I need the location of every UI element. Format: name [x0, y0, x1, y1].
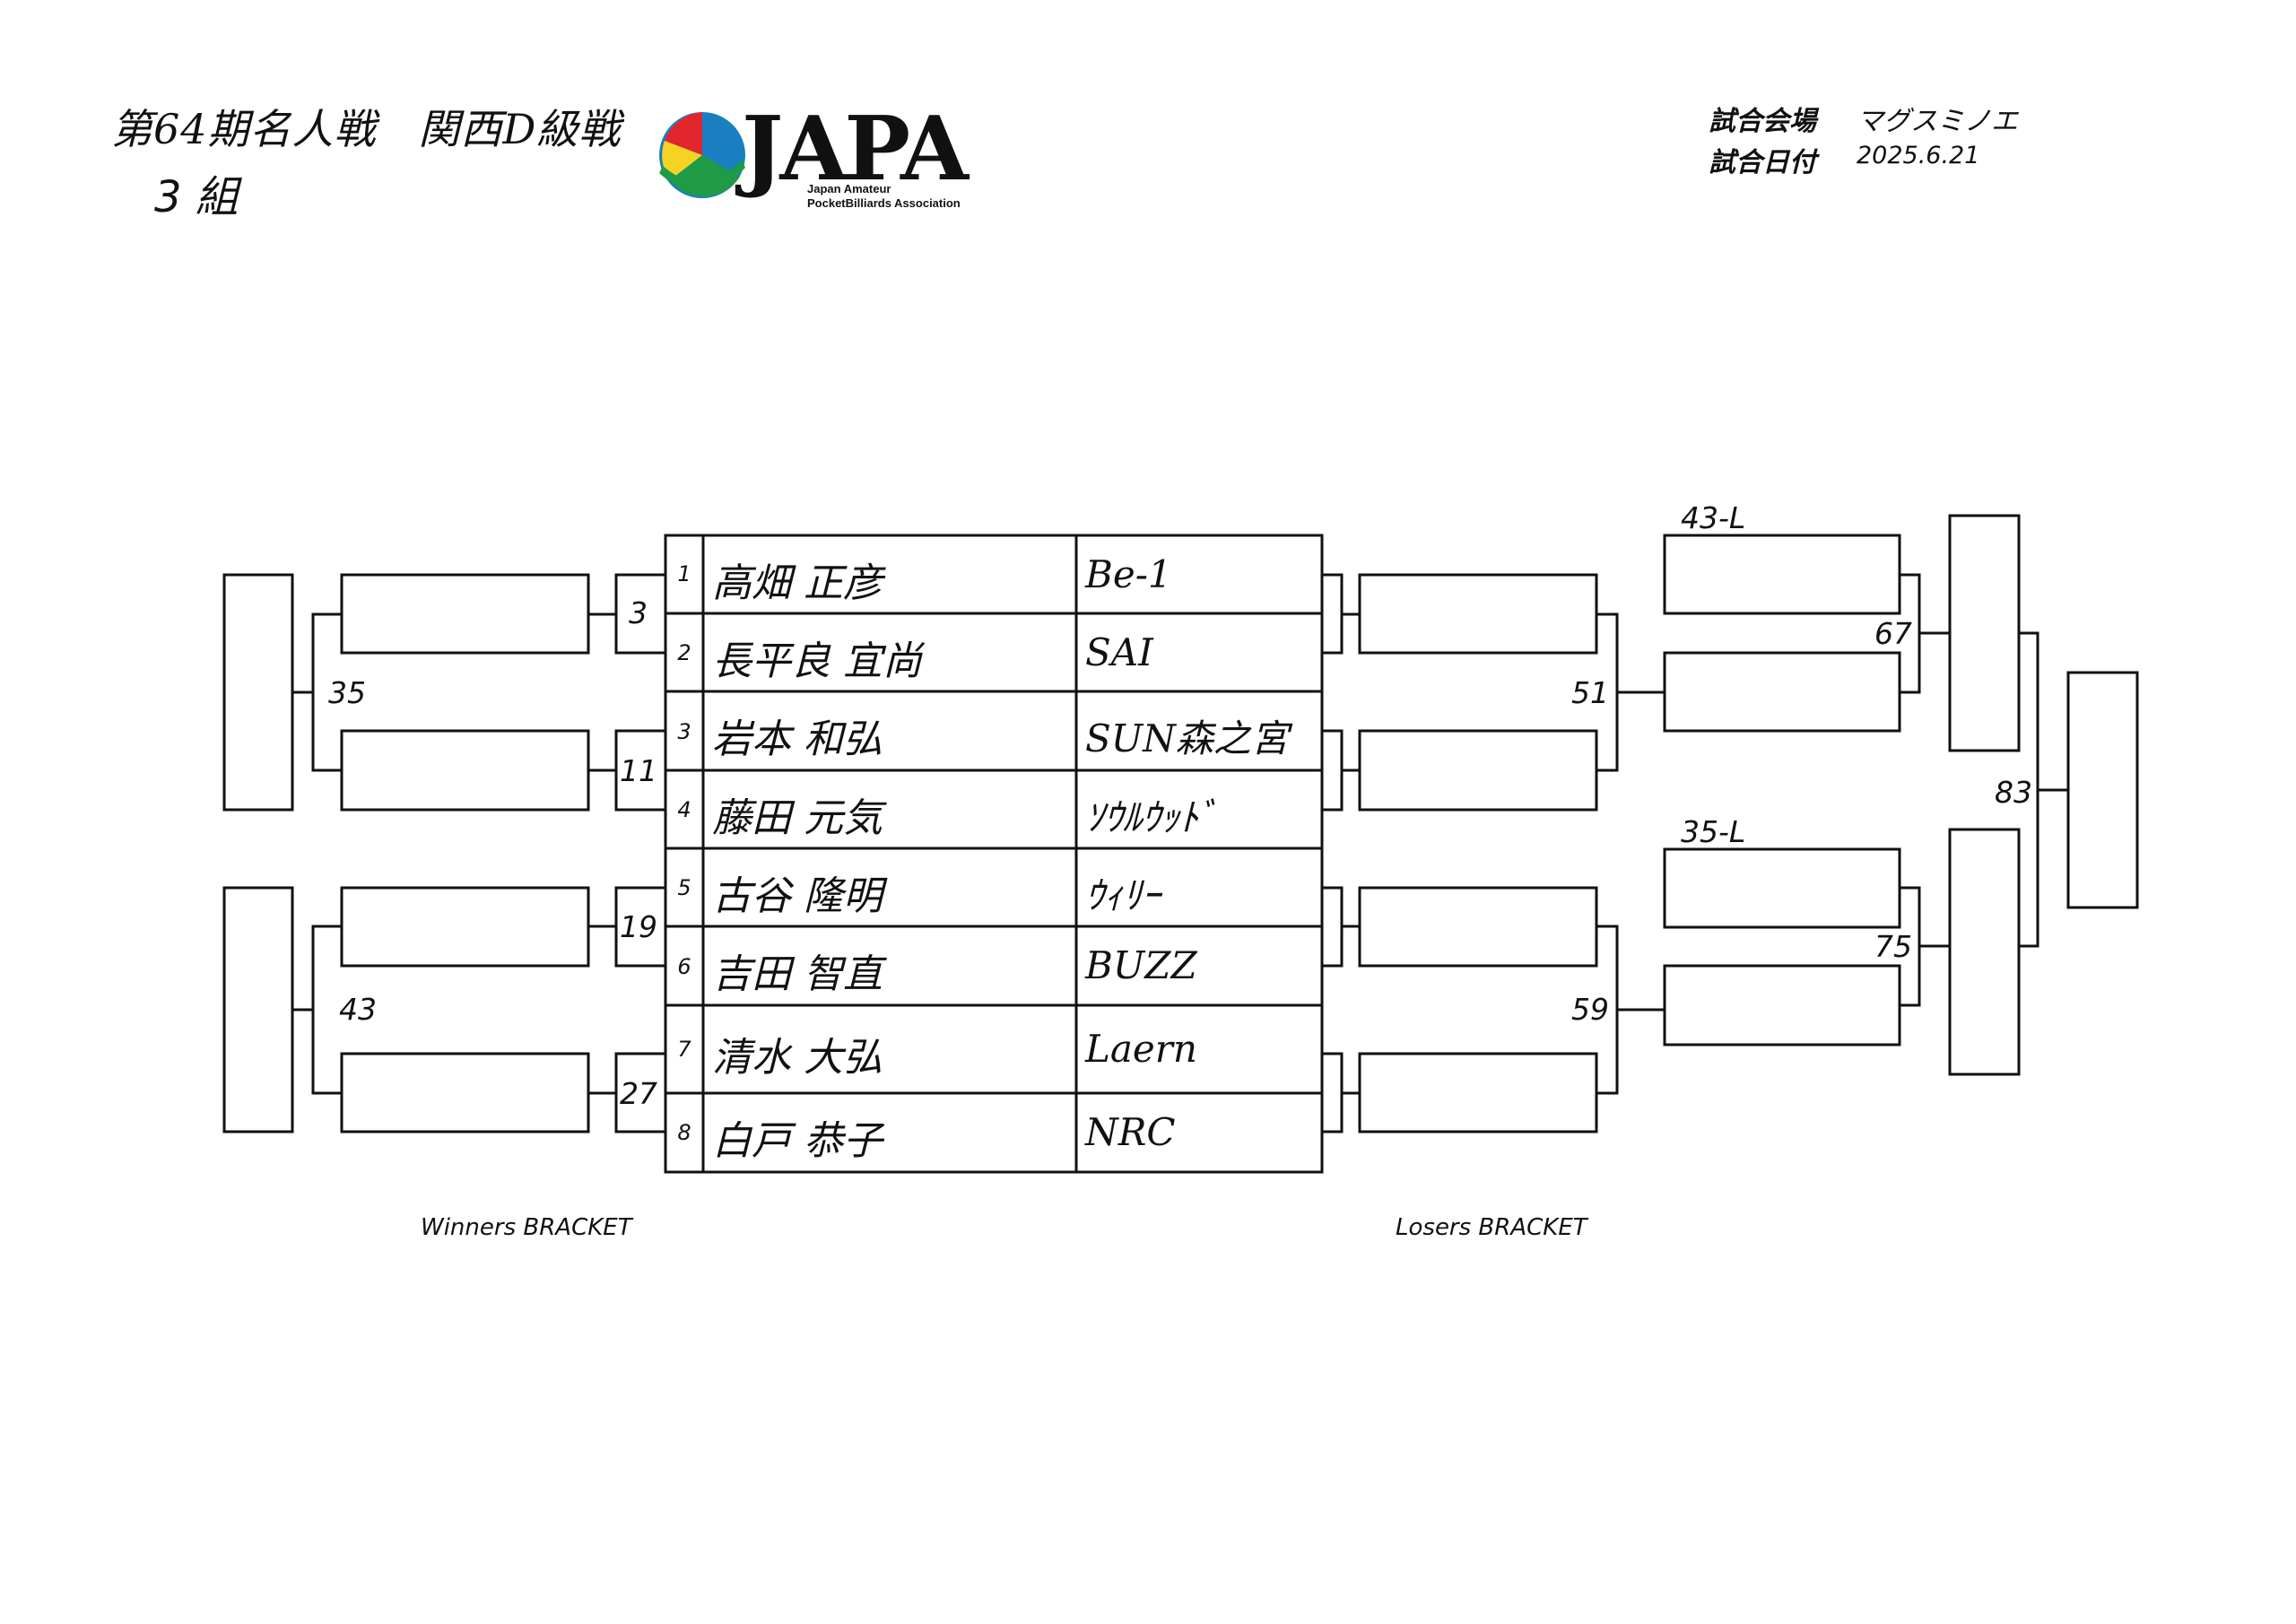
winners-match-number-11: 11 — [620, 753, 657, 788]
player-team: BUZZ — [1085, 943, 1197, 987]
seed-number: 2 — [677, 640, 691, 665]
losers-bracket-caption: Losers BRACKET — [1396, 1214, 1587, 1241]
japa-logo-text: JAPA — [742, 98, 969, 201]
losers-match-number-67: 67 — [1874, 616, 1912, 651]
losers-match-number-83: 83 — [1995, 775, 2032, 810]
date-label: 試合日付 — [1709, 147, 1816, 178]
player-table-frame — [664, 534, 1324, 1174]
winners-match-number-19: 19 — [620, 909, 657, 944]
japa-logo-line1: Japan Amateur — [807, 182, 891, 195]
player-team: Be-1 — [1085, 552, 1172, 596]
japa-logo-mark — [659, 112, 745, 198]
winners-match-number-35: 35 — [328, 675, 366, 710]
player-name: 藤田 元気 — [712, 795, 883, 841]
winners-match-number-3: 3 — [629, 595, 648, 630]
seed-number: 6 — [677, 954, 691, 979]
seed-number: 5 — [677, 875, 691, 900]
losers-match-number-51: 51 — [1571, 675, 1609, 710]
player-name: 高畑 正彦 — [712, 560, 883, 606]
japa-logo-line2: PocketBilliards Association — [807, 196, 961, 210]
seed-number: 7 — [677, 1037, 691, 1062]
losers-match-number-59: 59 — [1571, 992, 1609, 1027]
event-title: 第64期名人戦 関西D級戦 — [111, 105, 622, 153]
seed-number: 8 — [677, 1120, 691, 1145]
losers-drop-in-top: 43-L — [1681, 500, 1746, 535]
player-name: 白戸 恭子 — [712, 1118, 883, 1164]
winners-bracket-caption: Winners BRACKET — [421, 1214, 632, 1241]
losers-match-number-75: 75 — [1874, 929, 1912, 964]
player-team: Laern — [1085, 1027, 1197, 1071]
japa-logo: JAPA Japan Amateur PocketBilliards Assoc… — [659, 98, 991, 224]
player-name: 清水 大弘 — [712, 1035, 883, 1081]
player-team: ｳｨﾘｰ — [1085, 873, 1161, 917]
player-name: 古谷 隆明 — [712, 873, 883, 919]
player-name: 岩本 和弘 — [712, 716, 883, 762]
player-name: 吉田 智直 — [712, 951, 883, 997]
player-team: SAI — [1085, 630, 1153, 674]
seed-number: 3 — [677, 719, 691, 744]
player-team: NRC — [1085, 1110, 1176, 1154]
player-team: SUN森之宮 — [1085, 716, 1289, 760]
winners-match-number-27: 27 — [620, 1076, 657, 1111]
venue-value: マグスミノエ — [1857, 106, 2018, 137]
player-name: 長平良 宜尚 — [712, 638, 922, 684]
losers-drop-in-bottom: 35-L — [1681, 814, 1746, 849]
seed-number: 1 — [677, 561, 691, 586]
venue-label: 試合会場 — [1709, 106, 1816, 137]
player-team: ｿｳﾙｳｯﾄﾞ — [1085, 795, 1218, 839]
date-value: 2025.6.21 — [1857, 142, 1980, 169]
winners-match-number-43: 43 — [339, 992, 377, 1027]
seed-number: 4 — [677, 797, 691, 822]
group-label: 3 組 — [154, 172, 239, 222]
